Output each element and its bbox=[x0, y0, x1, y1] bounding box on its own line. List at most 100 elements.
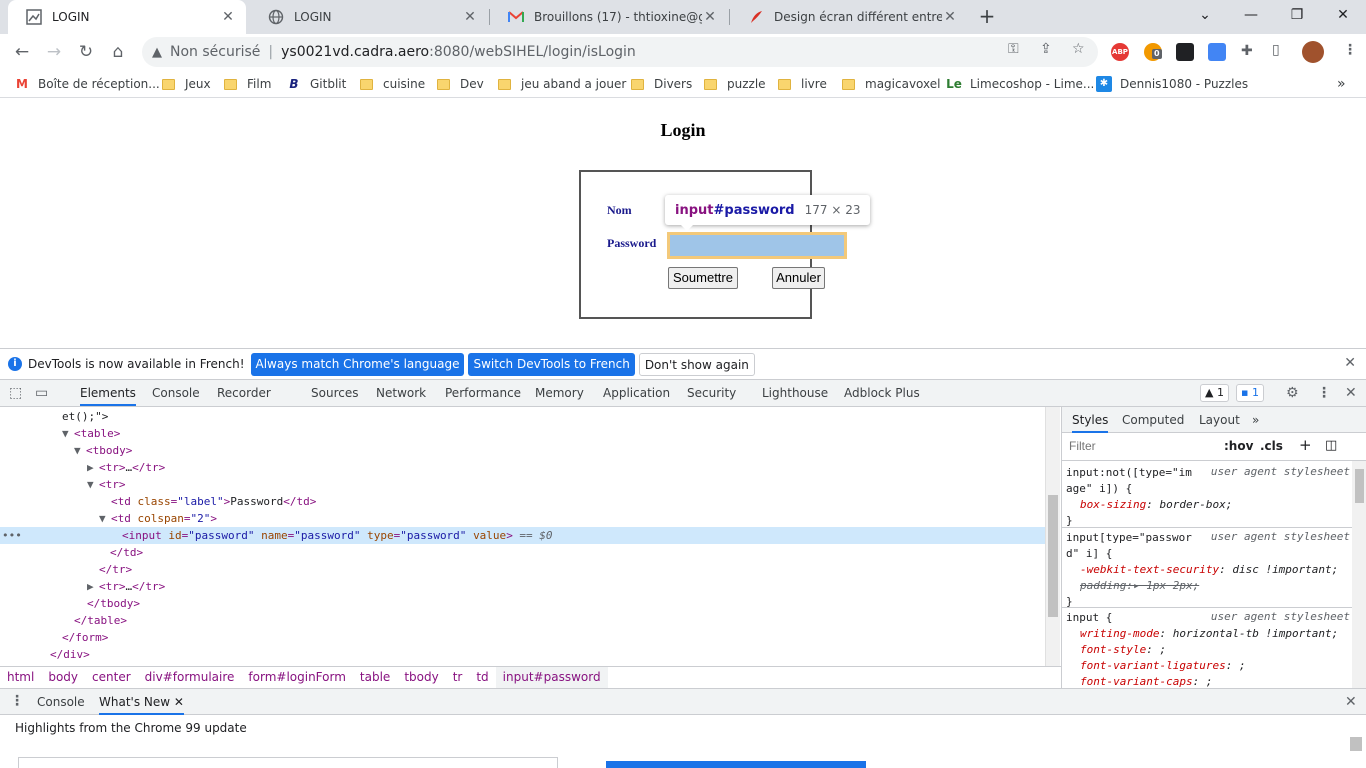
tab-elements[interactable]: Elements bbox=[80, 380, 136, 406]
tab-computed[interactable]: Computed bbox=[1122, 413, 1185, 427]
share-icon[interactable]: ⇪ bbox=[1040, 41, 1052, 57]
tab-recorder[interactable]: Recorder bbox=[217, 386, 271, 400]
rule-selector[interactable]: input[type="passwor bbox=[1066, 531, 1192, 544]
close-icon[interactable]: ✕ bbox=[464, 9, 476, 25]
breadcrumb-item[interactable]: div#formulaire bbox=[144, 670, 235, 684]
tab-network[interactable]: Network bbox=[376, 386, 427, 400]
home-button[interactable]: ⌂ bbox=[112, 42, 124, 62]
dom-line[interactable]: ▼<table> bbox=[62, 427, 121, 440]
breadcrumb-item[interactable]: form#loginForm bbox=[248, 670, 346, 684]
close-icon[interactable]: ✕ bbox=[704, 9, 716, 25]
rule-selector[interactable]: d" i] { bbox=[1066, 547, 1113, 560]
dom-line[interactable]: ▶<tr>…</tr> bbox=[87, 461, 166, 474]
extensions-puzzle-icon[interactable]: ✚ bbox=[1241, 43, 1253, 59]
tab-design[interactable]: Design écran différent entre Apa ✕ bbox=[730, 0, 968, 34]
styles-filter-input[interactable] bbox=[1066, 436, 1216, 456]
dom-line[interactable]: </div> bbox=[50, 648, 90, 661]
close-devtools-icon[interactable]: ✕ bbox=[1345, 385, 1357, 401]
forward-button[interactable]: → bbox=[46, 42, 62, 62]
close-icon[interactable]: ✕ bbox=[222, 9, 234, 25]
dom-line[interactable]: ▼<tr> bbox=[87, 478, 126, 491]
switch-to-french-button[interactable]: Switch DevTools to French bbox=[468, 352, 635, 376]
dom-line[interactable]: ▶<tr>…</tr> bbox=[87, 580, 166, 593]
close-drawer-icon[interactable]: ✕ bbox=[1345, 694, 1357, 710]
dont-show-again-button[interactable]: Don't show again bbox=[638, 352, 755, 376]
warning-icon[interactable]: ▲ bbox=[152, 44, 162, 60]
dom-line[interactable]: ▼<td colspan="2"> bbox=[99, 512, 217, 525]
rule-selector[interactable]: input:not([type="im bbox=[1066, 466, 1192, 479]
dom-line[interactable]: ▼<tbody> bbox=[74, 444, 133, 457]
breadcrumb-item[interactable]: tr bbox=[452, 670, 463, 684]
bookmarks-overflow-button[interactable]: » bbox=[1337, 76, 1346, 92]
match-language-button[interactable]: Always match Chrome's language bbox=[250, 352, 465, 376]
extension-dark-icon[interactable] bbox=[1176, 43, 1194, 61]
drawer-scrollbar[interactable] bbox=[1350, 737, 1362, 751]
breadcrumb-item-active[interactable]: input#password bbox=[495, 667, 608, 688]
tab-layout[interactable]: Layout bbox=[1199, 413, 1240, 427]
breadcrumb-item[interactable]: table bbox=[359, 670, 391, 684]
password-input[interactable] bbox=[670, 235, 844, 256]
style-property-overridden[interactable]: padding:▸ 1px 2px; bbox=[1080, 579, 1200, 592]
elements-dom-tree[interactable]: et();"> ▼<table> ▼<tbody> ▶<tr>…</tr> ▼<… bbox=[0, 407, 1045, 666]
back-button[interactable]: ← bbox=[14, 42, 30, 62]
tab-console[interactable]: Console bbox=[152, 386, 200, 400]
side-panel-icon[interactable]: ▯ bbox=[1272, 42, 1280, 58]
bookmark-folder[interactable]: Dev bbox=[437, 76, 484, 92]
bookmark-star-icon[interactable]: ☆ bbox=[1072, 41, 1085, 57]
close-icon[interactable]: ✕ bbox=[1344, 355, 1356, 371]
style-property[interactable]: font-variant-ligatures: ; bbox=[1080, 659, 1246, 672]
dom-line[interactable]: </tr> bbox=[99, 563, 133, 576]
drawer-tab-console[interactable]: Console bbox=[37, 695, 85, 709]
bookmark-folder[interactable]: jeu aband a jouer bbox=[498, 76, 626, 92]
tab-lighthouse[interactable]: Lighthouse bbox=[762, 386, 829, 400]
dom-line-selected[interactable]: <input id="password" name="password" typ… bbox=[0, 527, 1045, 544]
toggle-sidebar-icon[interactable]: ◫ bbox=[1325, 438, 1338, 453]
devtools-menu-icon[interactable]: ⋮ bbox=[1317, 385, 1331, 401]
bookmark-folder[interactable]: Film bbox=[224, 76, 271, 92]
tab-memory[interactable]: Memory bbox=[535, 386, 584, 400]
inspect-element-icon[interactable]: ⬚ bbox=[9, 385, 23, 401]
cancel-button[interactable]: Annuler bbox=[772, 267, 825, 289]
bookmark-folder[interactable]: Jeux bbox=[162, 76, 211, 92]
menu-kebab-icon[interactable]: ⋮ bbox=[1343, 42, 1357, 58]
elements-scrollbar[interactable] bbox=[1045, 407, 1060, 666]
translate-icon[interactable] bbox=[1208, 43, 1226, 61]
breadcrumb-item[interactable]: td bbox=[476, 670, 489, 684]
submit-button[interactable]: Soumettre bbox=[668, 267, 738, 289]
dom-line[interactable]: </table> bbox=[74, 614, 127, 627]
restore-button[interactable]: ❐ bbox=[1290, 7, 1304, 23]
extension-badge-icon[interactable]: 0 bbox=[1144, 43, 1162, 61]
style-property[interactable]: font-style: ; bbox=[1080, 643, 1167, 656]
style-property[interactable]: box-sizing: border-box; bbox=[1080, 498, 1233, 511]
breadcrumb-item[interactable]: tbody bbox=[404, 670, 439, 684]
bookmark-folder[interactable]: Divers bbox=[631, 76, 692, 92]
new-style-rule-icon[interactable]: + bbox=[1299, 436, 1312, 454]
scrollbar-thumb[interactable] bbox=[1355, 469, 1364, 503]
hov-toggle[interactable]: :hov bbox=[1224, 439, 1254, 453]
profile-avatar[interactable] bbox=[1302, 41, 1324, 63]
drawer-menu-icon[interactable]: ⋮ bbox=[10, 693, 24, 709]
new-tab-button[interactable]: + bbox=[978, 4, 996, 28]
dom-line-options-icon[interactable]: ••• bbox=[2, 529, 22, 542]
security-label[interactable]: Non sécurisé bbox=[170, 44, 261, 60]
minimize-button[interactable]: — bbox=[1244, 7, 1258, 23]
warnings-badge[interactable]: ▲ 1 bbox=[1200, 384, 1229, 402]
whats-new-card[interactable] bbox=[18, 757, 558, 768]
dom-line[interactable]: et();"> bbox=[62, 410, 109, 423]
tab-login[interactable]: LOGIN ✕ bbox=[250, 0, 488, 34]
dom-line[interactable]: </td> bbox=[110, 546, 144, 559]
bookmark-folder[interactable]: livre bbox=[778, 76, 827, 92]
bookmark-folder[interactable]: puzzle bbox=[704, 76, 766, 92]
tab-performance[interactable]: Performance bbox=[445, 386, 522, 400]
rule-selector[interactable]: age" i]) { bbox=[1066, 482, 1133, 495]
close-icon[interactable]: ✕ bbox=[173, 695, 184, 709]
tab-security[interactable]: Security bbox=[687, 386, 737, 400]
style-property[interactable]: writing-mode: horizontal-tb !important; bbox=[1080, 627, 1339, 640]
drawer-tab-whats-new[interactable]: What's New ✕ bbox=[99, 689, 184, 715]
style-property[interactable]: font-variant-caps: ; bbox=[1080, 675, 1213, 688]
breadcrumb-item[interactable]: html bbox=[7, 670, 35, 684]
more-tabs-icon[interactable]: » bbox=[1252, 413, 1260, 427]
